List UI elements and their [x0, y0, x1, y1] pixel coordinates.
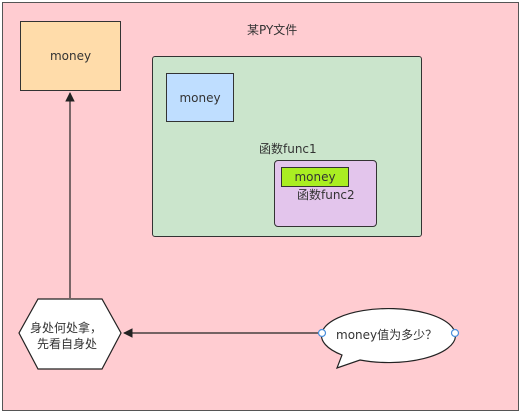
connector-handle-right: [450, 328, 460, 338]
func2-label: 函数func2: [297, 188, 355, 202]
hexagon-label-line2: 先看自身处: [37, 337, 98, 351]
global-money-box: money: [20, 21, 121, 91]
callout-label: money值为多少？: [336, 328, 438, 342]
py-file-title: 某PY文件: [247, 23, 298, 37]
global-money-label: money: [49, 49, 92, 63]
func1-money-box: money: [166, 73, 234, 122]
func2-money-box: money: [281, 167, 349, 187]
hexagon-label-line1: 身处何处拿，: [30, 321, 103, 335]
hexagon-shape: [18, 298, 122, 370]
func1-money-label: money: [179, 90, 221, 105]
func2-money-label: money: [294, 170, 336, 184]
func1-label: 函数func1: [259, 142, 317, 156]
connector-handle-left: [317, 328, 327, 338]
